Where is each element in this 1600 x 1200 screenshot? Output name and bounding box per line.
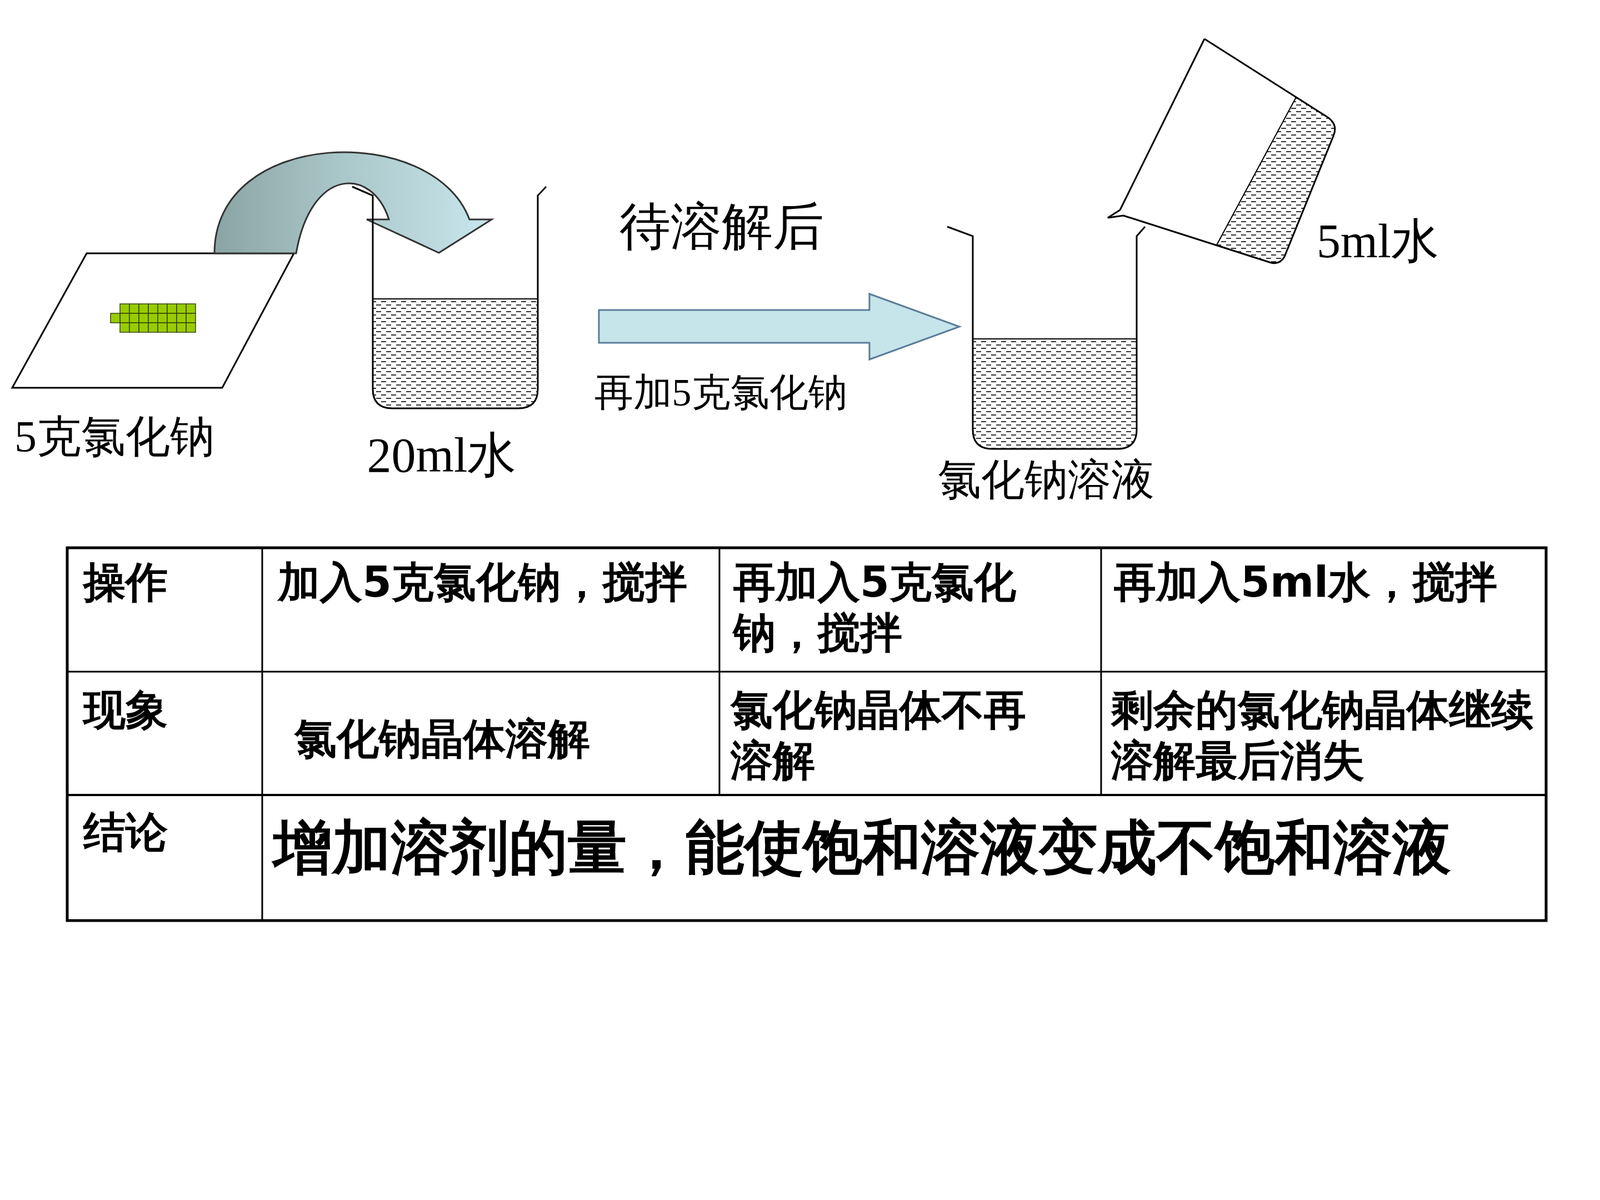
table-cell: 结论: [83, 806, 250, 858]
salt-cell: [176, 303, 187, 314]
table-cell: 加入5克氯化钠，搅拌: [277, 556, 700, 608]
salt-cell: [157, 303, 168, 314]
salt-cell: [167, 313, 177, 323]
salt-cell: [148, 322, 158, 333]
table-rule: [261, 547, 264, 921]
table-cell: 剩余的氯化钠晶体继续溶解最后消失: [1111, 684, 1539, 786]
salt-cell: [129, 313, 139, 323]
salt-cell: [129, 322, 139, 333]
figure-label: 氯化钠溶液: [937, 453, 1155, 507]
curved-arrow: [214, 152, 492, 254]
water-fill: [372, 298, 538, 409]
table-rule: [67, 671, 1547, 673]
salt-cell: [186, 322, 196, 333]
salt-cell: [110, 313, 120, 323]
beaker: [947, 226, 1145, 449]
beaker: [352, 186, 547, 409]
process-arrow: [598, 293, 960, 360]
salt-cell: [120, 313, 130, 323]
figure-label: 5ml水: [1316, 212, 1439, 270]
table-border: [67, 547, 1547, 921]
salt-cell: [167, 303, 177, 314]
table-cell: 现象: [83, 684, 250, 735]
table-cell: 增加溶剂的量，能使饱和溶液变成不饱和溶液: [273, 812, 1540, 883]
salt-cell: [157, 313, 168, 323]
salt-cell: [120, 322, 130, 333]
salt-cell: [176, 322, 187, 333]
salt-cell: [138, 303, 149, 314]
salt-cell: [148, 313, 158, 323]
figure-label: 5克氯化钠: [14, 410, 215, 464]
salt-cell: [157, 322, 168, 333]
solution-fill: [972, 338, 1137, 449]
figure-label: 待溶解后: [619, 196, 824, 258]
salt-cell: [167, 322, 177, 333]
salt-crystals: [110, 303, 196, 333]
salt-cell: [186, 313, 196, 323]
salt-cell: [176, 313, 187, 323]
salt-cell: [129, 303, 139, 314]
salt-cell: [138, 322, 149, 333]
table-cell: 氯化钠晶体不再溶解: [730, 684, 1064, 786]
beaker-mouth: [1120, 38, 1205, 210]
salt-cell: [120, 303, 130, 314]
table-rule: [67, 793, 1547, 797]
paper-sheet: [12, 253, 294, 388]
table-cell: 氯化钠晶体溶解: [294, 713, 706, 764]
salt-cell: [138, 313, 149, 323]
table-cell: 操作: [83, 556, 250, 608]
salt-cell: [148, 303, 158, 314]
tilted-beaker: [1107, 38, 1335, 264]
figure-label: 再加5克氯化钠: [594, 369, 848, 417]
figure-label: 20ml水: [367, 426, 517, 485]
table-cell: 再加入5ml水，搅拌: [1113, 556, 1537, 608]
table-cell: 再加入5克氯化钠，搅拌: [733, 556, 1095, 658]
salt-cell: [186, 303, 196, 314]
